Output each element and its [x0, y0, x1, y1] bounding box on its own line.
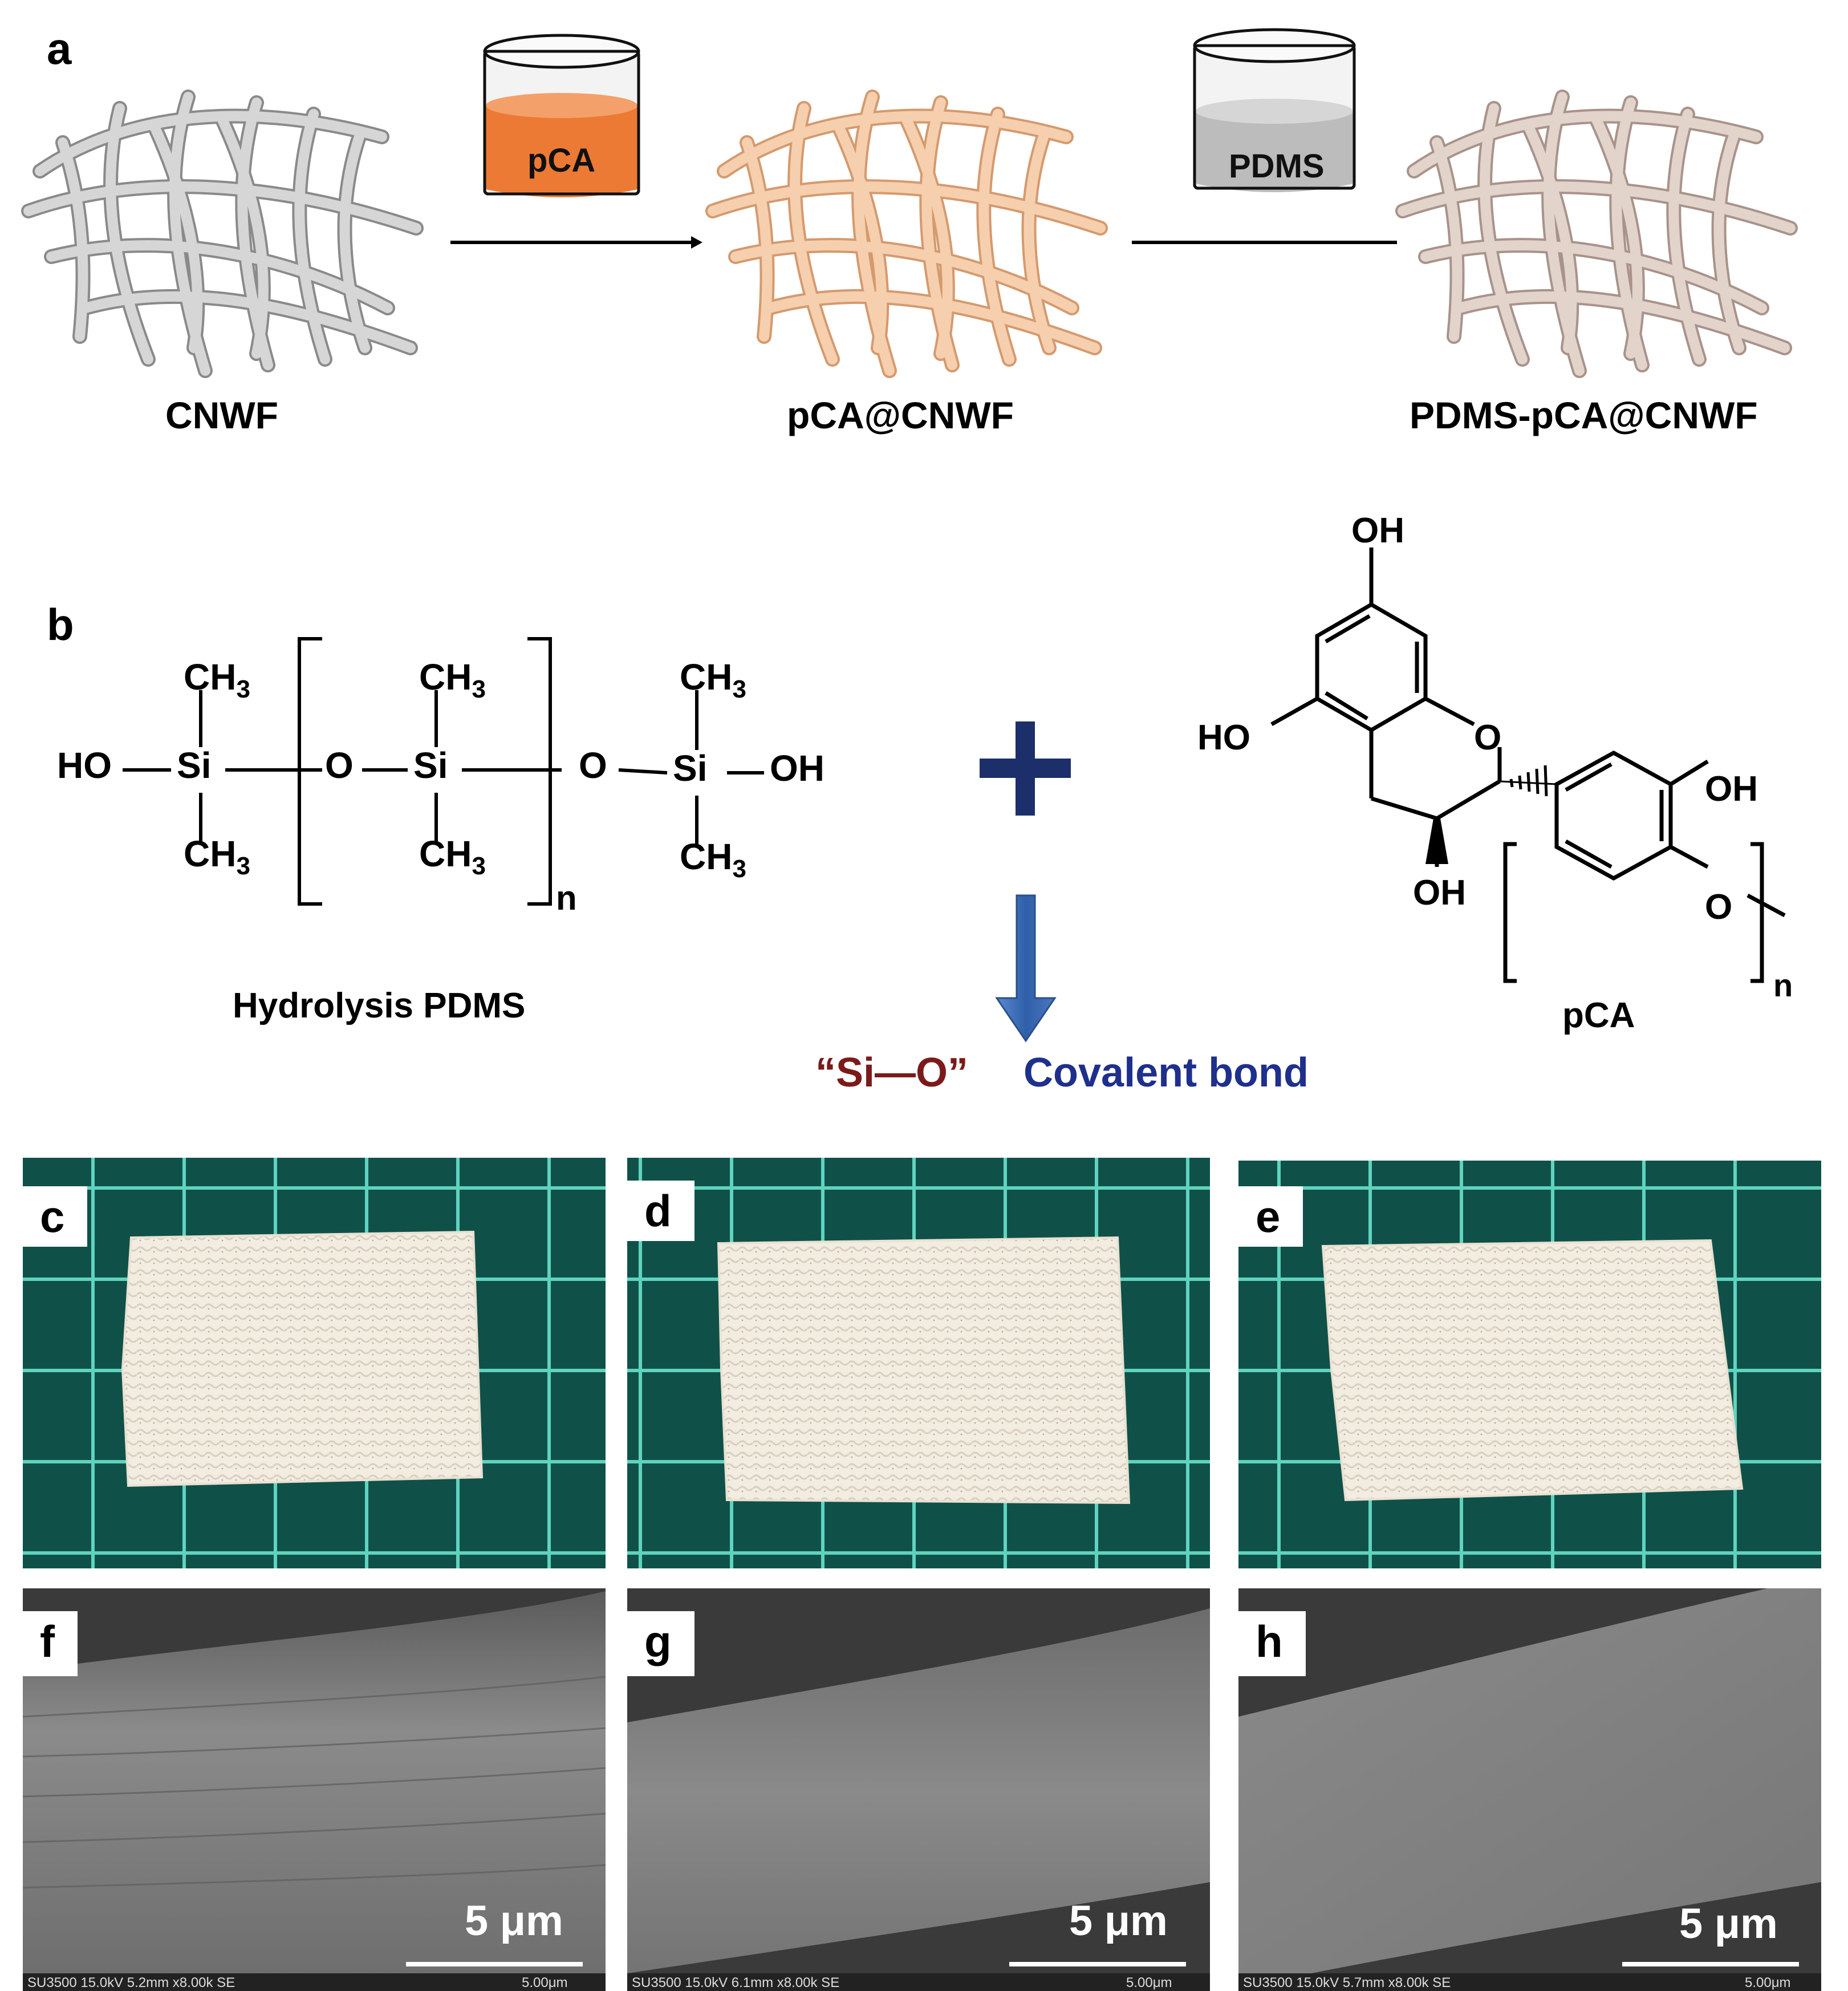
sem-footer-g: SU3500 15.0kV 6.1mm x8.00k SE: [632, 1975, 840, 1990]
pca-o-link: O: [1705, 887, 1733, 927]
pdms-si-1: Si: [177, 745, 212, 786]
sem-image-g: [627, 1588, 1210, 1991]
pca-oh-bottom: OH: [1413, 873, 1466, 913]
pdms-si-2: Si: [413, 745, 448, 786]
pdms-repeat-n: n: [556, 879, 577, 917]
fabric-sample-c: [121, 1230, 484, 1487]
panel-label-f: f: [23, 1611, 78, 1676]
sem-footer-scale-h: 5.00μm: [1745, 1975, 1791, 1990]
panel-b-structures: [123, 548, 1786, 1043]
beaker-pca-label: pCA: [527, 142, 596, 179]
fabric-sample-e: [1321, 1239, 1744, 1502]
pca-beaker-icon: [483, 34, 640, 197]
panel-label-d: d: [627, 1181, 694, 1241]
beaker-pdms-label: PDMS: [1229, 148, 1325, 185]
photo-d: [627, 1158, 1210, 1568]
pdms-ch3-2-top: CH3: [419, 656, 486, 703]
scalebar-g: [1009, 1962, 1186, 1966]
sem-footer-scale-f: 5.00μm: [522, 1975, 568, 1990]
pdms-ch3-3-bottom: CH3: [680, 836, 746, 883]
panel-label-h: h: [1238, 1611, 1306, 1676]
pdms-beaker-icon: [1193, 28, 1356, 192]
pca-caption: pCA: [1562, 996, 1635, 1035]
pca-cnwf-label: pCA@CNWF: [787, 394, 1014, 436]
fabric-sample-d: [717, 1236, 1131, 1505]
sem-footer-scale-g: 5.00μm: [1126, 1975, 1172, 1990]
pca-repeat-n: n: [1773, 967, 1793, 1003]
pdms-ch3-1-bottom: CH3: [184, 833, 250, 880]
sem-image-f: [22, 1588, 606, 1991]
pdms-bonds: [123, 637, 764, 906]
pdms-o-2: O: [579, 745, 607, 786]
photo-c: [23, 1158, 606, 1568]
si-o-bond-label: “Si—O”: [815, 1050, 969, 1096]
bold-wedge: [1425, 818, 1448, 864]
pdms-ch3-1-top: CH3: [184, 656, 250, 703]
pca-oh-top: OH: [1351, 511, 1404, 550]
scalebar-text-g: 5 μm: [1069, 1897, 1168, 1944]
scalebar-h: [1622, 1962, 1799, 1966]
photo-e: [1238, 1161, 1821, 1568]
sem-footer-f: SU3500 15.0kV 5.2mm x8.00k SE: [27, 1975, 235, 1990]
pca-o-ring: O: [1474, 718, 1502, 757]
cnwf-label: CNWF: [165, 394, 278, 436]
panel-label-b: b: [47, 599, 74, 650]
down-arrow: [995, 894, 1057, 1043]
panel-a-scheme: [0, 28, 1848, 468]
pdms-caption: Hydrolysis PDMS: [233, 986, 526, 1025]
pdms-o-1: O: [325, 745, 354, 786]
pdms-oh-right: OH: [770, 748, 825, 789]
pca-ho-left: HO: [1197, 718, 1250, 757]
pdms-pca-cnwf-label: PDMS-pCA@CNWF: [1410, 394, 1758, 436]
panel-label-g: g: [627, 1611, 694, 1676]
sem-image-h: [1238, 1588, 1821, 1991]
covalent-bond-label: Covalent bond: [1023, 1050, 1309, 1096]
scalebar-text-h: 5 μm: [1679, 1900, 1778, 1947]
panel-label-c: c: [23, 1186, 88, 1247]
scalebar-text-f: 5 μm: [465, 1897, 563, 1944]
pdms-ch3-3-top: CH3: [680, 656, 746, 703]
pdms-si-3: Si: [673, 748, 708, 789]
scalebar-f: [406, 1962, 583, 1966]
sem-footer-h: SU3500 15.0kV 5.7mm x8.00k SE: [1243, 1975, 1451, 1990]
panel-label-e: e: [1238, 1186, 1303, 1247]
pdms-ho-left: HO: [57, 745, 112, 786]
panel-label-a: a: [47, 23, 72, 74]
pca-oh-right: OH: [1705, 769, 1758, 809]
pdms-ch3-2-bottom: CH3: [419, 833, 486, 880]
pca-bonds: [1270, 548, 1786, 983]
